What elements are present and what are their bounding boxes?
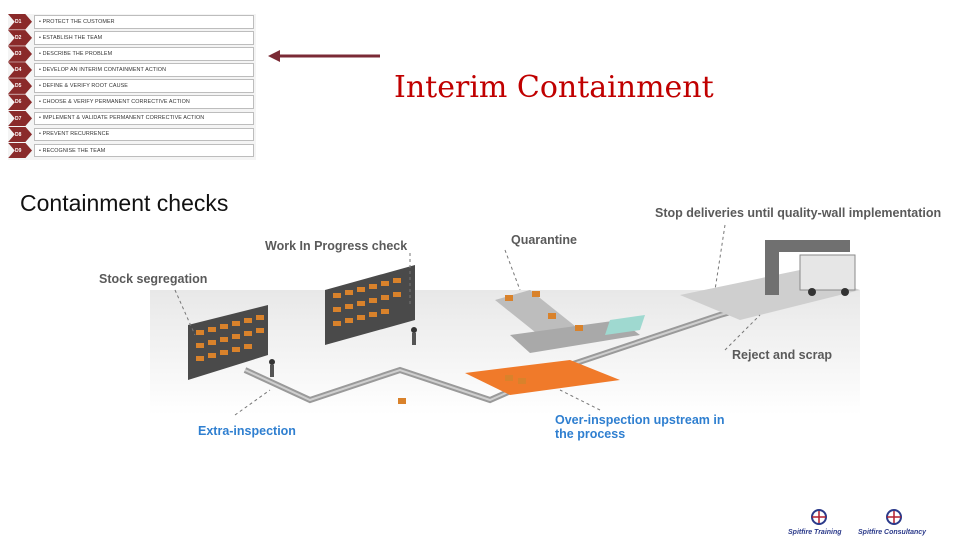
step-row: D8 • PREVENT RECURRENCE [8, 126, 256, 143]
step-code: D5 [15, 83, 22, 90]
step-row: D9 • RECOGNISE THE TEAM [8, 142, 256, 159]
step-row: D6 • CHOOSE & VERIFY PERMANENT CORRECTIVE… [8, 94, 256, 110]
label-stop-deliveries: Stop deliveries until quality-wall imple… [655, 206, 942, 220]
step-code: D9 [15, 147, 22, 154]
stock-rack-left [188, 305, 268, 380]
step-code: D4 [15, 67, 22, 74]
callout-lines [174, 224, 761, 416]
step-chevron-icon: D2 [8, 30, 32, 46]
spitfire-training-logo: Spitfire Training [788, 508, 858, 536]
label-reject-scrap: Reject and scrap [732, 348, 833, 362]
step-code: D2 [15, 35, 22, 42]
step-row: D1 • PROTECT THE CUSTOMER [8, 14, 256, 30]
label-stock-segregation: Stock segregation [99, 272, 208, 286]
worker-body [270, 365, 274, 377]
quarantine-ramp [495, 290, 580, 340]
stock-rack-middle [325, 265, 415, 345]
step-row: D3 • DESCRIBE THE PROBLEM [8, 46, 256, 62]
step-text: • DESCRIBE THE PROBLEM [39, 50, 113, 57]
step-text: • ESTABLISH THE TEAM [39, 34, 103, 41]
step-box: • RECOGNISE THE TEAM [34, 143, 254, 158]
containment-diagram: Stop deliveries until quality-wall imple… [99, 195, 941, 445]
step-chevron-icon: D5 [8, 78, 32, 94]
step-box: • DESCRIBE THE PROBLEM [34, 47, 254, 61]
worker-figure-2 [411, 327, 417, 333]
spitfire-training-label: Spitfire Training [788, 529, 842, 536]
dock-door-top [765, 240, 850, 252]
slide-title: Interim Containment [394, 70, 714, 105]
step-code: D3 [15, 51, 22, 58]
step-chevron-icon: D7 [8, 110, 32, 127]
step-code: D1 [15, 19, 22, 25]
label-quarantine: Quarantine [511, 233, 577, 247]
spitfire-training-emblem [811, 509, 827, 525]
step-box: • PREVENT RECURRENCE [34, 127, 254, 142]
label-wip-check: Work In Progress check [265, 239, 408, 253]
step-row: D5 • DEFINE & VERIFY ROOT CAUSE [8, 78, 256, 94]
step-text: • DEFINE & VERIFY ROOT CAUSE [39, 83, 128, 90]
label-extra-inspection: Extra-inspection [198, 424, 296, 438]
worker-body-2 [412, 333, 416, 345]
step-list: D1 • PROTECT THE CUSTOMER D2 • ESTABLISH TH… [8, 14, 256, 159]
truck-wheel-2 [841, 288, 849, 296]
step-box: • DEFINE & VERIFY ROOT CAUSE [34, 79, 254, 93]
truck-wheel [808, 288, 816, 296]
label-over-inspection-line2: the process [555, 427, 626, 441]
diagram-illustration [150, 224, 860, 416]
step-box: • ESTABLISH THE TEAM [34, 31, 254, 45]
eight-d-steps-panel: D1 • PROTECT THE CUSTOMER D2 • ESTABLISH TH… [8, 14, 256, 160]
label-over-inspection-line1: Over-inspection upstream in [555, 413, 725, 427]
step-chevron-icon: D9 [8, 142, 32, 159]
step-code: D6 [15, 99, 22, 106]
step-text: • PREVENT RECURRENCE [39, 131, 110, 138]
dock-door-frame [765, 240, 779, 295]
step-row: D2 • ESTABLISH THE TEAM [8, 30, 256, 46]
step-box: • CHOOSE & VERIFY PERMANENT CORRECTIVE A… [34, 95, 254, 109]
step-chevron-icon: D6 [8, 94, 32, 110]
step-box: • IMPLEMENT & VALIDATE PERMANENT CORRECT… [34, 111, 254, 126]
delivery-truck [799, 254, 856, 291]
step-row: D4 • DEVELOP AN INTERIM CONTAINMENT ACTIO… [8, 62, 256, 78]
step-chevron-icon: D3 [8, 46, 32, 62]
slide-subtitle: Containment checks [20, 190, 229, 216]
spitfire-consultancy-label: Spitfire Consultancy [858, 529, 927, 536]
over-inspection-area [465, 360, 620, 395]
step-text: • CHOOSE & VERIFY PERMANENT CORRECTIVE A… [39, 99, 190, 106]
step-text: • DEVELOP AN INTERIM CONTAINMENT ACTION [39, 67, 167, 74]
worker-figure [269, 359, 275, 365]
step-text: • PROTECT THE CUSTOMER [39, 18, 115, 25]
step-code: D7 [15, 115, 22, 122]
step-chevron-icon: D1 [8, 14, 32, 30]
spitfire-consultancy-emblem [886, 509, 902, 525]
quarantine-cage [605, 315, 645, 335]
arrow-left-icon [268, 50, 380, 62]
step-row: D7 • IMPLEMENT & VALIDATE PERMANENT CORRE… [8, 110, 256, 127]
step-box: • PROTECT THE CUSTOMER [34, 15, 254, 29]
step-chevron-icon: D4 [8, 62, 32, 78]
step-code: D8 [15, 131, 22, 138]
step-box: • DEVELOP AN INTERIM CONTAINMENT ACTION [34, 63, 254, 77]
step-text: • RECOGNISE THE TEAM [39, 147, 106, 154]
step-chevron-icon: D8 [8, 126, 32, 143]
spitfire-consultancy-logo: Spitfire Consultancy [858, 508, 938, 536]
step-text: • IMPLEMENT & VALIDATE PERMANENT CORRECT… [39, 115, 205, 122]
